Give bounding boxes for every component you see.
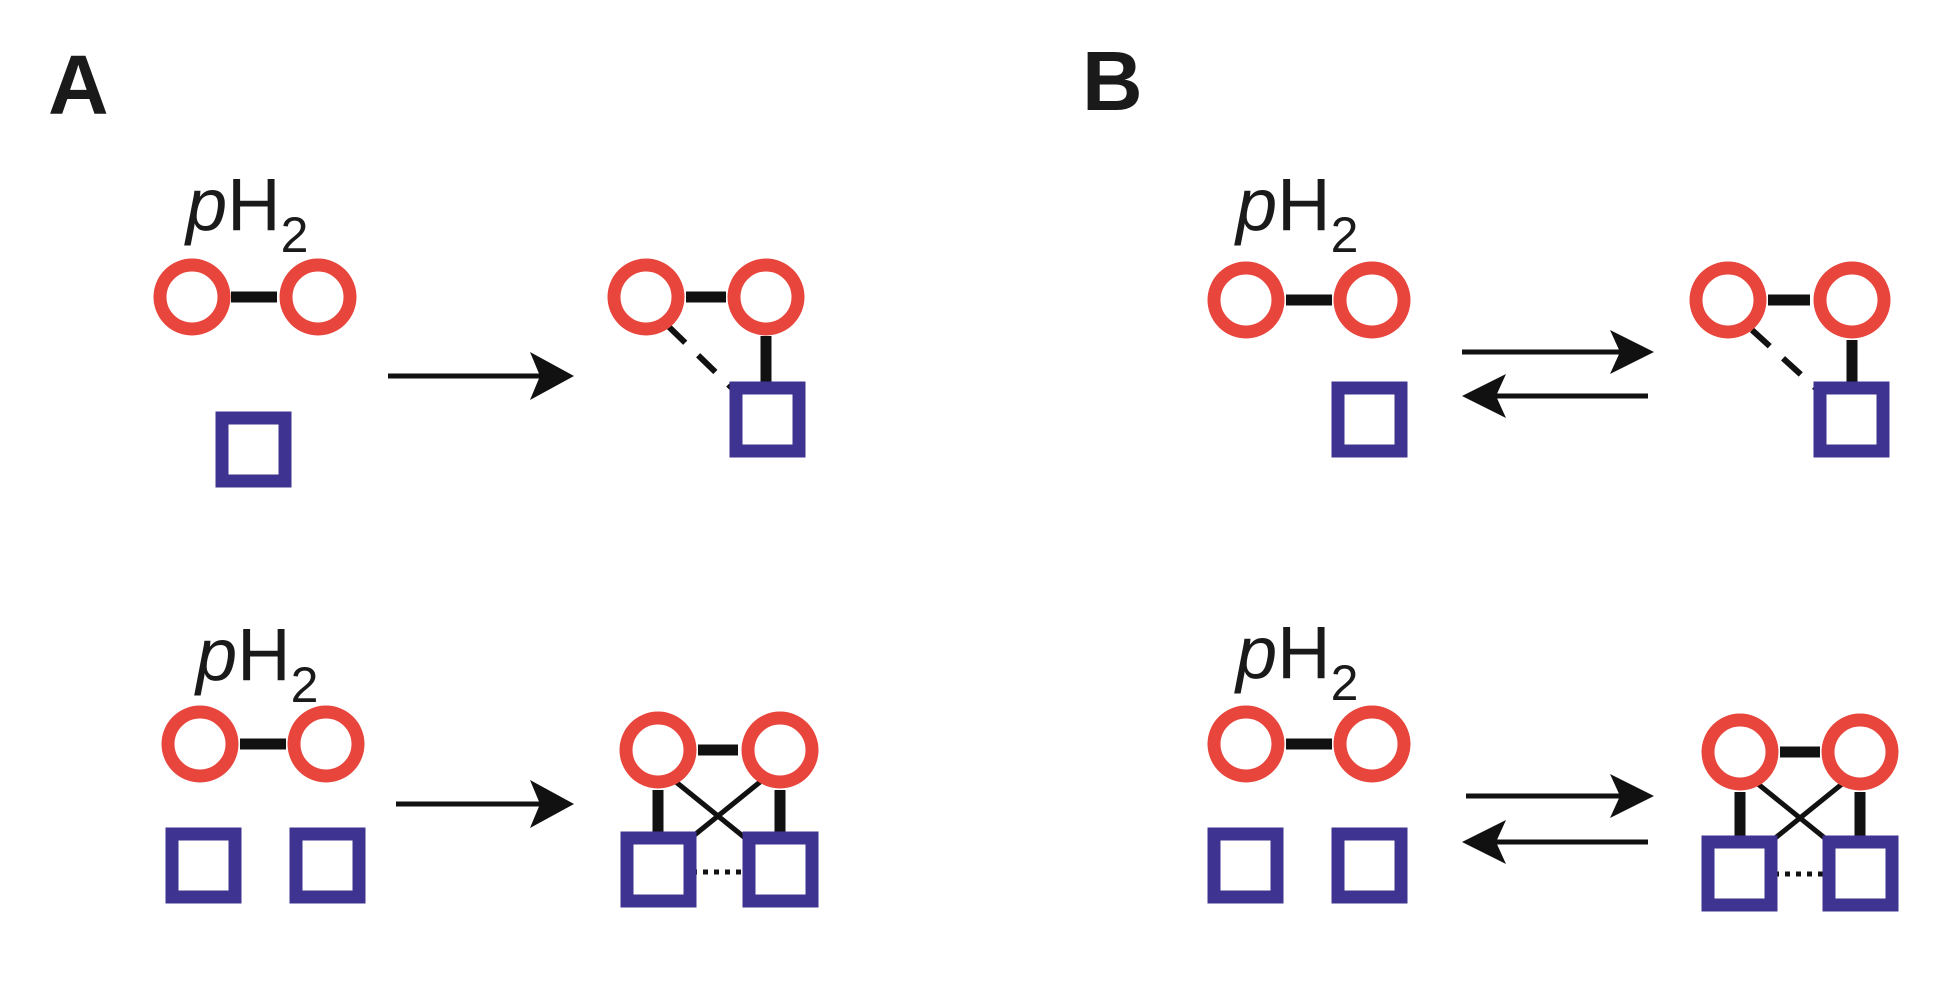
binding-site (1701, 835, 1778, 912)
h-site-partial-bond (665, 323, 739, 395)
panel-b-row1: pH2 (1207, 163, 1891, 458)
binding-site (620, 831, 697, 908)
hydrogen-atom (1689, 261, 1767, 339)
hydrogen-atom (619, 711, 697, 789)
binding-site (729, 381, 806, 458)
binding-site (1331, 381, 1408, 458)
product-complex (619, 711, 819, 908)
equilibrium-arrows (1462, 330, 1654, 418)
product-complex (607, 258, 806, 458)
binding-site (1207, 827, 1284, 904)
hydrogen-atom (1333, 261, 1411, 339)
hydrogen-atom (1207, 705, 1285, 783)
hydrogen-atom (1821, 713, 1899, 791)
ph2-label: pH2 (194, 613, 318, 713)
panel-a-row2: pH2 (161, 613, 819, 908)
panel-b-row2: pH2 (1207, 611, 1899, 912)
hydrogen-atom (1207, 261, 1285, 339)
hydrogen-atom (161, 705, 239, 783)
hydrogen-atom (1813, 261, 1891, 339)
panel-b-label: B (1082, 34, 1143, 128)
equilibrium-arrows (1462, 774, 1654, 864)
binding-site (1813, 381, 1890, 458)
binding-site (289, 827, 366, 904)
hydrogen-atom (287, 705, 365, 783)
hydrogen-atom (607, 258, 685, 336)
hydrogen-atom (1701, 713, 1779, 791)
ph2-label: pH2 (184, 163, 308, 263)
panel-a-label: A (48, 38, 109, 132)
binding-site (215, 411, 292, 488)
hydrogen-atom (727, 258, 805, 336)
hydrogen-atom (1333, 705, 1411, 783)
binding-site (165, 827, 242, 904)
binding-site (742, 831, 819, 908)
product-complex (1689, 261, 1891, 458)
hydrogen-atom (741, 711, 819, 789)
product-complex (1701, 713, 1899, 912)
forward-arrow (388, 352, 574, 400)
panel-a-row1: pH2 (153, 163, 806, 488)
hydrogen-atom (153, 258, 231, 336)
ph2-label: pH2 (1234, 611, 1358, 711)
h-site-partial-bond (1749, 327, 1823, 395)
hydrogen-atom (279, 258, 357, 336)
binding-site (1331, 827, 1408, 904)
ph2-label: pH2 (1234, 163, 1358, 263)
binding-site (1822, 835, 1899, 912)
forward-arrow (396, 780, 574, 828)
